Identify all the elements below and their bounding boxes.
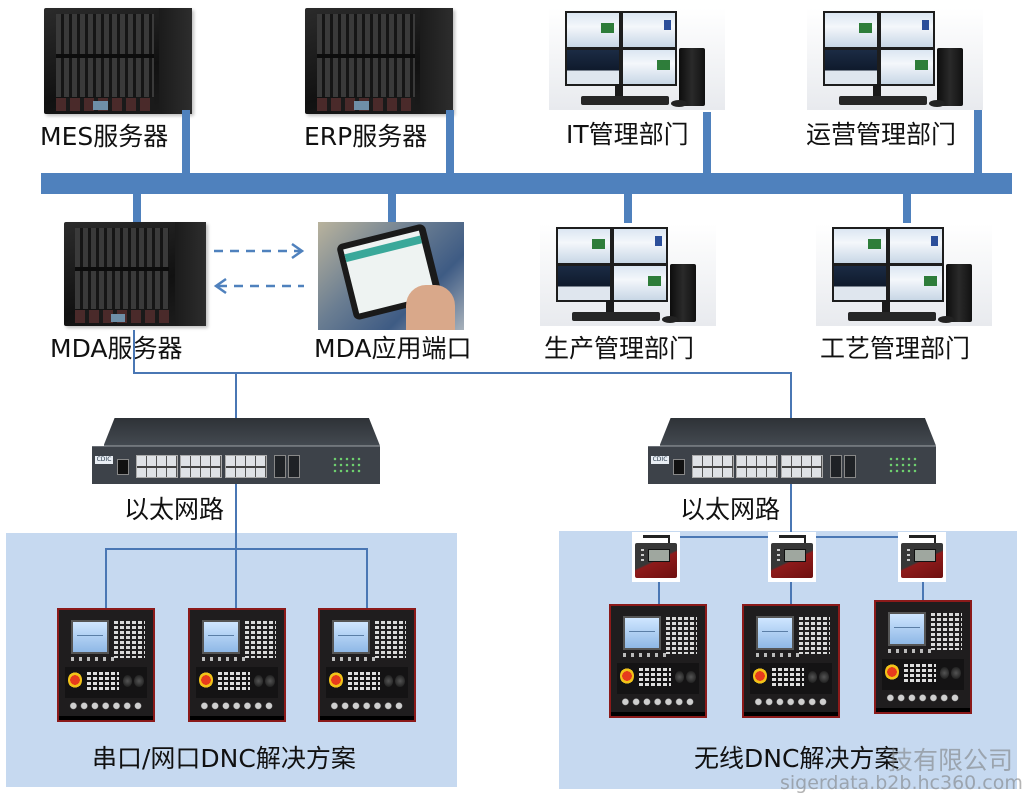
left-ethernet-switch-image: CDIC (92, 418, 380, 484)
module2-to-cnc-wire (790, 582, 792, 604)
cnc-panel (874, 600, 972, 714)
ops-bus-drop (974, 110, 982, 174)
cnc-panel (742, 604, 840, 718)
process-dept-label: 工艺管理部门 (820, 334, 971, 363)
switch-logo: CDIC (651, 456, 669, 465)
production-dept-label: 生产管理部门 (544, 334, 695, 363)
watermark-url: sigerdata.b2b.hc360.com (780, 772, 1023, 794)
arrow-right-head (291, 242, 305, 260)
right-ethernet-switch-image: CDIC (648, 418, 936, 484)
right-switch-wire (790, 372, 792, 418)
left-switch-label: 以太网路 (124, 495, 225, 524)
it-dept-label: IT管理部门 (566, 120, 689, 149)
cnc-panel (318, 608, 416, 722)
left-cnc-bus (105, 548, 368, 550)
erp-server-image (305, 8, 453, 114)
mes-server-image (44, 8, 192, 114)
left-cnc3-drop (366, 548, 368, 612)
module3-to-cnc-wire (922, 582, 924, 600)
wireless-dnc-module-image (768, 532, 816, 582)
production-bus-drop (624, 193, 632, 223)
network-bus (41, 173, 1012, 194)
app-port-bus-drop (388, 193, 396, 223)
cnc-panel (609, 604, 707, 718)
production-dept-workstation-image (540, 224, 716, 326)
mda-bus-drop (133, 193, 141, 223)
erp-server-label: ERP服务器 (304, 122, 428, 151)
ops-dept-workstation-image (807, 8, 983, 110)
left-cnc1-drop (105, 548, 107, 612)
mda-wire-horizontal (133, 372, 792, 374)
mda-server-label: MDA服务器 (50, 334, 183, 363)
mes-bus-drop (182, 110, 190, 174)
cnc-panel (57, 608, 155, 722)
it-dept-workstation-image (549, 8, 725, 110)
wireless-dnc-module-image (898, 532, 946, 582)
process-bus-drop (903, 193, 911, 223)
mda-app-port-label: MDA应用端口 (314, 334, 472, 363)
wireless-dnc-title: 无线DNC解决方案 (694, 744, 900, 773)
mda-wire-down (133, 330, 135, 374)
right-switch-to-module-trunk (790, 484, 792, 536)
data-flow-arrows (213, 242, 305, 295)
ops-dept-label: 运营管理部门 (806, 120, 957, 149)
mda-app-port-tablet-image (318, 222, 464, 330)
right-switch-label: 以太网路 (680, 495, 781, 524)
mes-server-label: MES服务器 (40, 122, 169, 151)
mda-server-image (64, 222, 206, 326)
serial-lan-dnc-title: 串口/网口DNC解决方案 (92, 744, 356, 773)
it-bus-drop (703, 112, 711, 174)
process-dept-workstation-image (816, 224, 992, 326)
module1-to-cnc-wire (658, 582, 660, 604)
watermark-company: 技有限公司 (888, 746, 1014, 775)
erp-bus-drop (446, 110, 454, 174)
arrow-left-head (213, 277, 227, 295)
switch-logo: CDIC (95, 456, 113, 465)
wireless-dnc-module-image (632, 532, 680, 582)
left-switch-wire (235, 372, 237, 418)
cnc-panel (188, 608, 286, 722)
